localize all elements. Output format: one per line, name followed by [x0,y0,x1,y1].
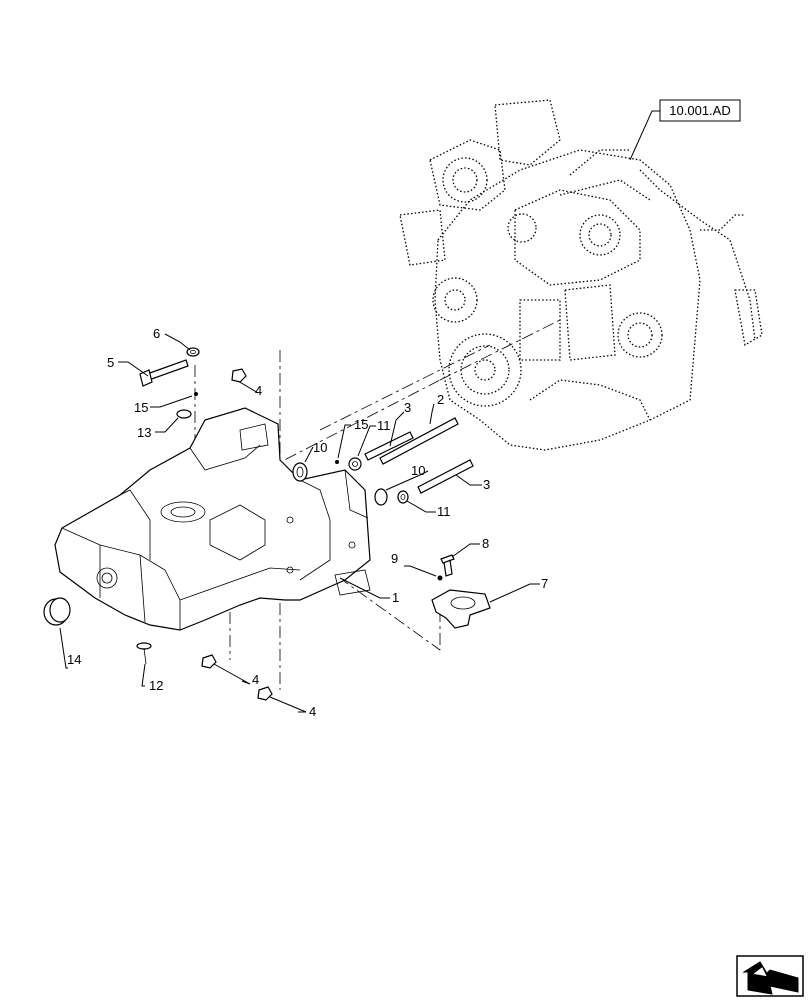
seal-part-10-lower[interactable] [374,488,388,506]
front-support-casting[interactable] [54,407,371,631]
washer-part-11-upper[interactable] [348,457,362,471]
washer-part-9[interactable] [437,575,443,581]
stud-part-3-lower[interactable] [417,459,474,494]
nut-part-4-lower-right[interactable] [257,686,273,701]
fitting-part-15-left[interactable] [194,392,198,396]
seal-part-10-upper[interactable] [292,462,308,482]
leader-lines [59,333,540,713]
stud-part-3-upper[interactable] [364,431,414,461]
callout-3: 3 [404,400,411,415]
plug-part-13[interactable] [176,409,192,419]
callout-14: 14 [67,652,81,667]
fitting-part-12[interactable] [136,642,152,665]
callout-4: 4 [252,672,259,687]
callout-12: 12 [149,678,163,693]
callout-11: 11 [377,418,391,433]
callout-labels: 6 5 4 15 13 10 15 11 3 2 10 11 3 8 9 7 1… [67,326,548,719]
callout-4: 4 [309,704,316,719]
bolt-part-5[interactable] [139,359,189,387]
engine-assembly-outline [399,99,763,451]
callout-1: 1 [392,590,399,605]
stud-part-2[interactable] [379,417,459,465]
callout-11: 11 [437,504,451,519]
callout-6: 6 [153,326,160,341]
callout-4: 4 [255,383,262,398]
next-page-arrow-icon[interactable] [736,955,804,997]
callout-10: 10 [411,463,425,478]
washer-part-11-lower[interactable] [397,490,409,504]
callout-9: 9 [391,551,398,566]
callout-3: 3 [483,477,490,492]
callout-2: 2 [437,392,444,407]
callout-15: 15 [354,417,368,432]
screw-part-8[interactable] [440,554,455,577]
nut-part-4-top[interactable] [231,368,247,383]
callout-7: 7 [541,576,548,591]
fitting-part-15-right[interactable] [335,460,339,464]
callout-5: 5 [107,355,114,370]
cap-part-14[interactable] [43,597,71,626]
callout-15: 15 [134,400,148,415]
reference-callout[interactable]: 10.001.AD [629,99,741,161]
callout-8: 8 [482,536,489,551]
flange-part-7[interactable] [431,589,491,629]
reference-label: 10.001.AD [669,103,730,118]
nut-part-4-lower-left[interactable] [201,654,217,669]
callout-13: 13 [137,425,151,440]
callout-10: 10 [313,440,327,455]
